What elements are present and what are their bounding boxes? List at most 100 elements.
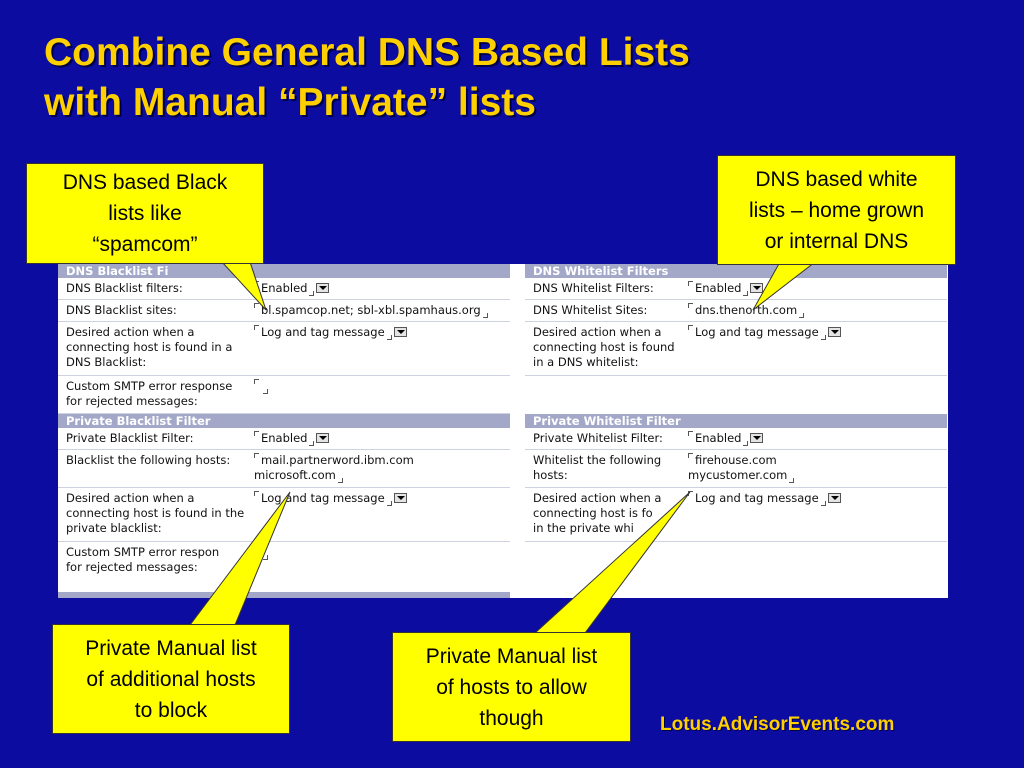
dropdown-arrow-icon[interactable] [827, 327, 841, 337]
whitelist-panel: DNS Whitelist Filters DNS Whitelist Filt… [525, 264, 947, 542]
label-line: Desired action when a [66, 325, 195, 339]
callout-line: “spamcom” [92, 233, 198, 256]
private-blacklist-smtp-row: Custom SMTP error respon for rejected me… [58, 542, 510, 578]
private-blacklist-action-label: Desired action when a connecting host is… [66, 491, 252, 536]
private-blacklist-smtp-label: Custom SMTP error respon for rejected me… [66, 545, 252, 575]
host-entry: firehouse.com [688, 453, 796, 468]
field-start-marker [688, 325, 693, 330]
dns-whitelist-sites-field[interactable]: dns.thenorth.com [688, 303, 806, 318]
dns-blacklist-sites-field[interactable]: bl.spamcop.net; sbl-xbl.spamhaus.org [254, 303, 490, 318]
whitelist-hosts-field[interactable]: firehouse.com mycustomer.com [688, 453, 796, 483]
field-end-marker [799, 313, 805, 318]
label-line: DNS Blacklist: [66, 355, 147, 369]
label-line: private blacklist: [66, 521, 162, 535]
label-line: Custom SMTP error respon [66, 545, 220, 559]
dropdown-arrow-icon[interactable] [750, 433, 764, 443]
label-line: connecting host is fo [533, 506, 653, 520]
dns-whitelist-action-value: Log and tag message [695, 325, 819, 339]
blacklist-hosts-field[interactable]: mail.partnerword.ibm.com microsoft.com [254, 453, 414, 483]
private-whitelist-action-field[interactable]: Log and tag message [688, 491, 841, 506]
dns-blacklist-smtp-label: Custom SMTP error response for rejected … [66, 379, 252, 409]
field-end-marker [743, 291, 749, 296]
field-end-marker [820, 335, 826, 340]
blacklist-hosts-label: Blacklist the following hosts: [66, 453, 231, 467]
label-line: in a DNS whitelist: [533, 355, 639, 369]
field-end-marker [743, 441, 749, 446]
label-line: Desired action when a [533, 491, 662, 505]
dropdown-arrow-icon[interactable] [393, 327, 407, 337]
callout-line: though [479, 706, 544, 730]
private-blacklist-action-field[interactable]: Log and tag message [254, 491, 407, 506]
field-start-marker [688, 281, 693, 286]
field-end-marker [309, 441, 315, 446]
callout-dns-black: DNS based Black lists like “spamcom” [26, 163, 264, 264]
host-entry-text: mycustomer.com [688, 468, 788, 482]
field-start-marker [688, 453, 693, 458]
dns-blacklist-action-label: Desired action when a connecting host is… [66, 325, 252, 370]
field-end-marker [482, 313, 488, 318]
callout-dns-black-text: DNS based Black lists like “spamcom” [63, 167, 228, 260]
field-end-marker [820, 501, 826, 506]
dns-whitelist-header: DNS Whitelist Filters [525, 264, 947, 278]
dropdown-arrow-icon[interactable] [750, 283, 764, 293]
private-blacklist-smtp-field[interactable] [254, 545, 270, 560]
field-end-marker [386, 501, 392, 506]
dropdown-arrow-icon[interactable] [316, 283, 330, 293]
callout-private-block-text: Private Manual list of additional hosts … [85, 633, 257, 726]
field-end-marker [789, 478, 795, 483]
dns-blacklist-filters-row: DNS Blacklist filters: Enabled [58, 278, 510, 300]
field-start-marker [254, 325, 259, 330]
dns-whitelist-filters-field[interactable]: Enabled [688, 281, 764, 296]
whitelist-hosts-label: Whitelist the following hosts: [533, 453, 683, 483]
host-entry-text: mail.partnerword.ibm.com [261, 453, 414, 467]
private-blacklist-action-row: Desired action when a connecting host is… [58, 488, 510, 542]
blacklist-panel: DNS Blacklist Fi DNS Blacklist filters: … [58, 264, 510, 578]
private-whitelist-action-row: Desired action when a connecting host is… [525, 488, 947, 542]
footer-url: Lotus.AdvisorEvents.com [660, 714, 895, 735]
label-line: Custom SMTP error response [66, 379, 233, 393]
host-entry: mail.partnerword.ibm.com [254, 453, 414, 468]
field-end-marker [309, 291, 315, 296]
private-whitelist-header: Private Whitelist Filter [525, 414, 947, 428]
label-line: in the private whi [533, 521, 634, 535]
private-blacklist-filter-value: Enabled [261, 431, 308, 445]
dropdown-arrow-icon[interactable] [316, 433, 330, 443]
dns-whitelist-action-field[interactable]: Log and tag message [688, 325, 841, 340]
dns-blacklist-filters-field[interactable]: Enabled [254, 281, 330, 296]
dns-whitelist-filters-label: DNS Whitelist Filters: [533, 281, 654, 295]
dns-blacklist-action-field[interactable]: Log and tag message [254, 325, 407, 340]
callout-line: of hosts to allow [436, 675, 587, 699]
private-blacklist-filter-row: Private Blacklist Filter: Enabled [58, 428, 510, 450]
dropdown-arrow-icon[interactable] [393, 493, 407, 503]
dns-blacklist-filters-label: DNS Blacklist filters: [66, 281, 183, 295]
label-line: connecting host is found in the [66, 506, 245, 520]
label-line: for rejected messages: [66, 560, 198, 574]
callout-line: Private Manual list [85, 636, 257, 660]
private-blacklist-filter-field[interactable]: Enabled [254, 431, 330, 446]
callout-dns-white-text: DNS based white lists – home grown or in… [749, 164, 924, 257]
dns-blacklist-smtp-row: Custom SMTP error response for rejected … [58, 376, 510, 414]
dns-whitelist-action-label: Desired action when a connecting host is… [533, 325, 683, 370]
dns-blacklist-smtp-field[interactable] [254, 379, 270, 394]
callout-private-allow-text: Private Manual list of hosts to allow th… [426, 641, 598, 734]
slide-title: Combine General DNS Based Lists with Man… [44, 28, 690, 128]
callout-private-block: Private Manual list of additional hosts … [52, 624, 290, 734]
host-entry: mycustomer.com [688, 468, 796, 483]
title-line-1: Combine General DNS Based Lists [44, 31, 690, 74]
callout-dns-white: DNS based white lists – home grown or in… [717, 155, 956, 265]
private-whitelist-filter-row: Private Whitelist Filter: Enabled [525, 428, 947, 450]
field-end-marker [263, 555, 268, 560]
callout-line: to block [134, 698, 208, 722]
dns-whitelist-filters-value: Enabled [695, 281, 742, 295]
private-whitelist-filter-field[interactable]: Enabled [688, 431, 764, 446]
dropdown-arrow-icon[interactable] [827, 493, 841, 503]
field-start-marker [254, 281, 259, 286]
label-line: connecting host is found in a [66, 340, 233, 354]
private-blacklist-action-value: Log and tag message [261, 491, 385, 505]
label-line: hosts: [533, 468, 568, 482]
dns-blacklist-sites-row: DNS Blacklist sites: bl.spamcop.net; sbl… [58, 300, 510, 322]
callout-line: DNS based Black [62, 171, 228, 194]
field-start-marker [254, 431, 259, 436]
field-end-marker [263, 389, 268, 394]
callout-line: lists – home grown [748, 198, 925, 222]
